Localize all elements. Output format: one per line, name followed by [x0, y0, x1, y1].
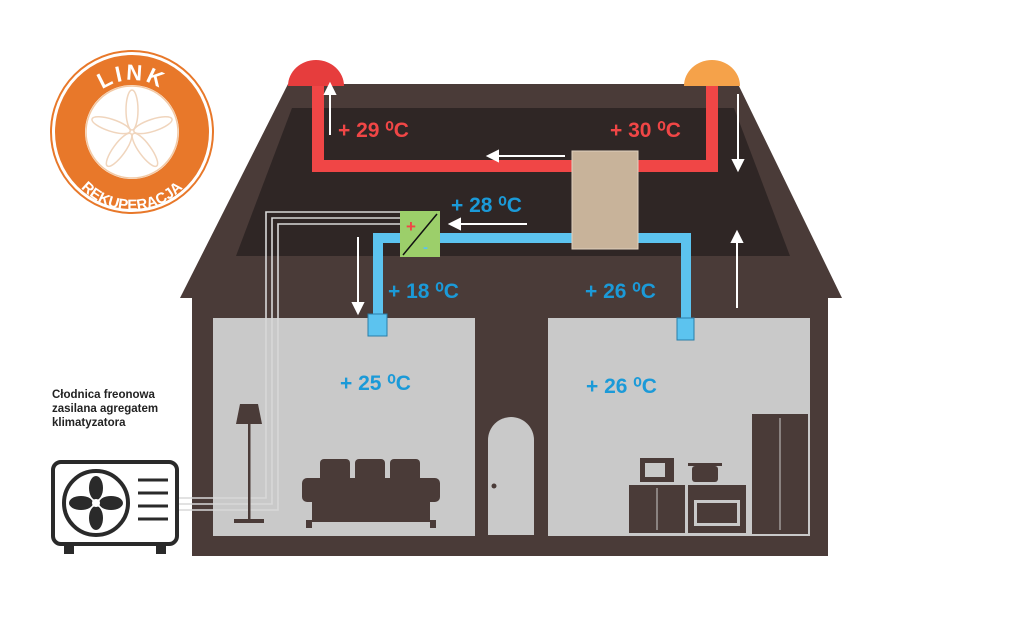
freon-cooler: + -	[400, 211, 440, 257]
kitchen	[629, 414, 808, 534]
temp-left-supply: + 18 ⁰C	[388, 280, 459, 303]
temp-right-room: + 26 ⁰C	[586, 375, 657, 398]
refrigerant-lines	[178, 211, 402, 511]
airflow-arrows	[323, 81, 745, 316]
attic	[236, 108, 790, 256]
sofa	[302, 459, 440, 528]
vent-right	[676, 317, 695, 341]
roof-vent-supply	[288, 60, 344, 86]
temp-attic-supply: + 29 ⁰C	[338, 119, 409, 142]
floor-lamp	[234, 404, 264, 523]
link-rekuperacja-logo: LINK REKUPERACJA	[50, 50, 214, 214]
temp-after-recuperator: + 28 ⁰C	[451, 194, 522, 217]
door	[488, 417, 534, 535]
cooler-minus: -	[423, 239, 428, 256]
caption-line: Cłodnica freonowa	[52, 389, 155, 401]
temp-attic-intake: + 30 ⁰C	[610, 119, 681, 142]
temp-left-room: + 25 ⁰C	[340, 372, 411, 395]
door-knob	[491, 483, 497, 489]
caption-line: klimatyzatora	[52, 417, 126, 429]
hot-pipe	[312, 86, 718, 172]
cooler-caption: Cłodnica freonowa zasilana agregatem kli…	[52, 388, 192, 430]
caption-line: zasilana agregatem	[52, 403, 159, 415]
temp-right-exhaust: + 26 ⁰C	[585, 280, 656, 303]
outdoor-ac-unit	[51, 460, 179, 554]
cold-pipe	[373, 233, 691, 326]
roof-vent-intake	[684, 60, 740, 86]
recuperator-unit	[571, 150, 639, 250]
cooler-plus: +	[406, 217, 416, 236]
vent-left	[367, 313, 388, 337]
fan-icon	[69, 476, 123, 530]
